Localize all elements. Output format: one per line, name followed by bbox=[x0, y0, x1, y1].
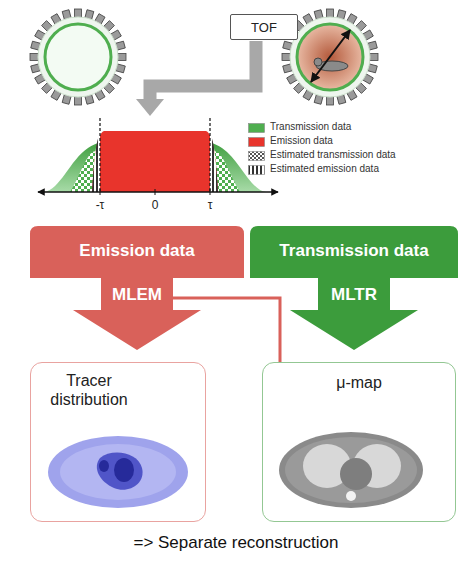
legend-swatch bbox=[248, 123, 265, 133]
algorithm-name: MLEM bbox=[30, 285, 244, 305]
legend-swatch bbox=[248, 137, 265, 147]
legend-swatch bbox=[248, 151, 265, 161]
process-arrow: Emission dataMLEM bbox=[30, 226, 244, 350]
mu-map-image bbox=[279, 432, 423, 508]
pet-scanner bbox=[290, 17, 370, 97]
box-label: μ-map bbox=[263, 373, 455, 392]
box-label: TOF bbox=[231, 20, 297, 35]
tof-profile-graph bbox=[38, 118, 278, 195]
result-panel: Tracer distribution bbox=[30, 362, 206, 522]
result-panel: μ-map bbox=[262, 362, 456, 522]
flow-arrow bbox=[150, 41, 256, 100]
algorithm-name: MLTR bbox=[250, 285, 458, 305]
arrow-heading: Emission data bbox=[30, 241, 244, 261]
caption: => Separate reconstruction bbox=[0, 533, 472, 553]
flow-arrowhead bbox=[136, 99, 164, 116]
tracer-image bbox=[48, 436, 188, 508]
process-arrow: Transmission dataMLTR bbox=[250, 226, 458, 350]
pet-scanner bbox=[38, 17, 118, 97]
axis-tick-label: 0 bbox=[152, 198, 159, 212]
process-box: TOF bbox=[230, 14, 298, 40]
legend-text: Emission data bbox=[270, 135, 333, 146]
legend-text: Transmission data bbox=[270, 121, 351, 132]
legend-text: Estimated emission data bbox=[270, 163, 379, 174]
axis-tick-label: τ bbox=[208, 198, 213, 212]
box-label: Tracer distribution bbox=[41, 371, 137, 409]
legend-text: Estimated transmission data bbox=[270, 149, 396, 160]
detector-ring bbox=[30, 9, 126, 105]
arrow-heading: Transmission data bbox=[250, 241, 458, 261]
legend-swatch bbox=[248, 165, 265, 175]
connector-line bbox=[173, 298, 280, 362]
axis-tick-label: -τ bbox=[96, 198, 105, 212]
